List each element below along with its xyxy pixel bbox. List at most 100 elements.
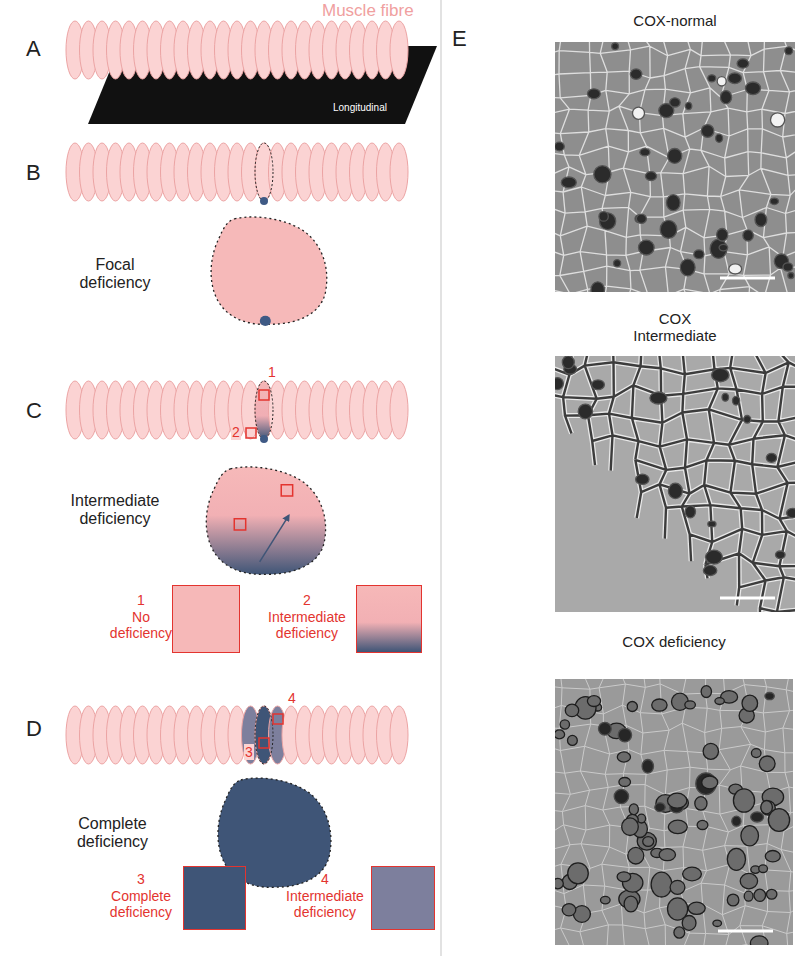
mitochondrion (688, 902, 705, 914)
mitochondrion (733, 396, 740, 405)
mitochondrion (588, 89, 601, 99)
spread-arrow (260, 515, 289, 562)
panel-title: COX-normal (555, 12, 795, 29)
mitochondrion (622, 818, 639, 836)
section-label: Focal deficiency (70, 256, 160, 293)
sample-label: No deficiency (101, 609, 181, 641)
mitochondrion (744, 416, 751, 424)
micrograph-panel: COX-normal (555, 42, 795, 292)
mitochondrion (683, 867, 702, 881)
mitochondrion (765, 693, 774, 700)
sample-square: 3Complete deficiency (183, 866, 246, 930)
mitochondrion (560, 720, 569, 729)
mitochondrion (737, 59, 749, 68)
sample-marker (273, 714, 283, 724)
callout-number: 2 (263, 592, 351, 608)
mitochondrion (627, 702, 637, 712)
mitochondrion (727, 894, 739, 906)
mitochondrion (713, 920, 722, 926)
mitochondrion (636, 474, 649, 484)
mitochondrion (555, 378, 563, 390)
sample-square: 1No deficiency (172, 585, 240, 653)
scale-bar (720, 597, 775, 600)
mitochondrion (702, 776, 718, 789)
muscle-fibre (66, 21, 408, 79)
mitochondrion (754, 889, 766, 901)
mitochondrion (591, 282, 604, 292)
sample-marker (259, 390, 269, 400)
callout-number: 4 (288, 690, 296, 706)
micrograph-panel: COX deficiency (555, 679, 793, 945)
mitochondrion (732, 816, 741, 826)
mitochondrion (708, 75, 716, 82)
section-label: Intermediate deficiency (60, 492, 170, 529)
panel-letter: A (26, 36, 41, 61)
mitochondrion (639, 240, 655, 255)
mitochondrion (741, 826, 759, 846)
section-outline (255, 143, 273, 201)
mitochondrion (685, 506, 695, 518)
callout-number: 1 (268, 364, 276, 380)
deficiency-dot (260, 316, 271, 326)
mitochondrion (650, 392, 667, 404)
mitochondrion (740, 873, 757, 888)
mitochondrion (710, 239, 727, 258)
sample-label: Intermediate deficiency (283, 888, 367, 920)
micrograph (555, 356, 795, 612)
mitochondrion (668, 483, 682, 498)
mitochondrion (614, 260, 621, 267)
mitochondrion (720, 91, 731, 104)
mitochondrion (599, 212, 608, 222)
mitochondrion (728, 73, 741, 84)
mitochondrion (594, 166, 611, 183)
mitochondrion (697, 820, 708, 829)
sample-square: 2Intermediate deficiency (356, 585, 422, 653)
mitochondrion (660, 220, 677, 238)
mitochondrion (599, 722, 612, 735)
mitochondrion (555, 142, 564, 151)
mitochondrion (743, 230, 753, 241)
mitochondrion (668, 898, 688, 920)
mitochondrion (716, 134, 723, 142)
mitochondrion (555, 730, 565, 739)
mitochondrion (568, 735, 578, 745)
callout-number: 1 (101, 592, 181, 608)
cross-section: Intermediate deficiency (200, 462, 332, 580)
section-label: Complete deficiency (65, 815, 160, 852)
mitochondrion (642, 760, 653, 774)
panel-title: COX deficiency (614, 633, 734, 650)
mitochondrion (562, 356, 574, 369)
sample-marker (259, 738, 269, 748)
deficiency-dot (260, 435, 268, 443)
scale-bar (718, 930, 773, 933)
cross-section-outline (211, 217, 327, 324)
mitochondrion (614, 789, 628, 803)
fibre-disc (390, 706, 408, 764)
mitochondrion (619, 778, 631, 787)
mitochondrion (640, 149, 650, 156)
mitochondrion (729, 264, 742, 274)
micrograph-panel: COX Intermediate (555, 356, 795, 612)
fibre-disc (390, 143, 408, 201)
panel-letter: B (26, 160, 41, 185)
figure-label: Muscle fibre (322, 1, 414, 21)
mitochondrion (767, 889, 777, 899)
divider-line (440, 0, 442, 956)
callout-number: 4 (283, 871, 367, 887)
micrograph (555, 42, 795, 292)
callout-number: 3 (101, 871, 181, 887)
mitochondrion (703, 743, 718, 759)
mitochondrion (655, 803, 665, 812)
mitochondrion (765, 851, 780, 862)
mitochondrion (601, 896, 611, 904)
myofibril-border (555, 356, 795, 612)
mitochondrion (633, 107, 645, 119)
muscle-fibre (66, 381, 408, 443)
fibre-disc (390, 21, 408, 79)
cross-section-outline (206, 467, 325, 574)
cross-section-shape (200, 462, 332, 580)
mitochondrion (612, 43, 619, 50)
mitochondrion (694, 250, 704, 259)
mitochondrion (624, 896, 638, 912)
mitochondrion (788, 273, 794, 279)
